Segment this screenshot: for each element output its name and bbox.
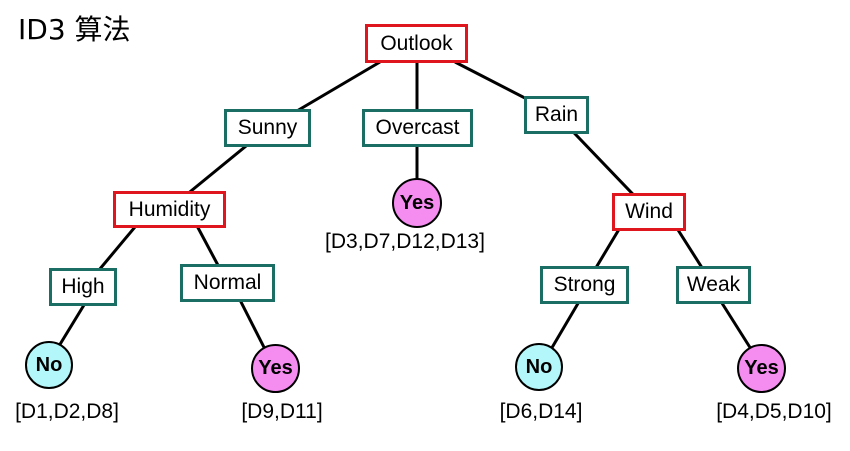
leaf-weak-yes: Yes — [737, 344, 786, 393]
docs-weak: [D4,D5,D10] — [716, 400, 832, 423]
node-overcast: Overcast — [362, 109, 473, 147]
leaf-overcast-yes: Yes — [392, 178, 442, 228]
leaf-normal-yes: Yes — [251, 344, 300, 393]
node-rain: Rain — [524, 96, 589, 134]
node-weak: Weak — [676, 266, 751, 304]
node-outlook: Outlook — [365, 24, 468, 63]
page-title: ID3 算法 — [18, 13, 131, 46]
node-humidity: Humidity — [113, 191, 226, 228]
docs-normal: [D9,D11] — [241, 400, 323, 423]
leaf-high-no: No — [25, 341, 73, 389]
node-wind: Wind — [612, 193, 686, 231]
node-strong: Strong — [540, 266, 629, 304]
docs-overcast: [D3,D7,D12,D13] — [325, 230, 485, 253]
node-high: High — [49, 268, 117, 306]
docs-strong: [D6,D14] — [499, 400, 583, 423]
node-normal: Normal — [180, 264, 275, 302]
docs-high: [D1,D2,D8] — [15, 400, 119, 423]
node-sunny: Sunny — [224, 109, 311, 147]
leaf-strong-no: No — [515, 343, 563, 391]
